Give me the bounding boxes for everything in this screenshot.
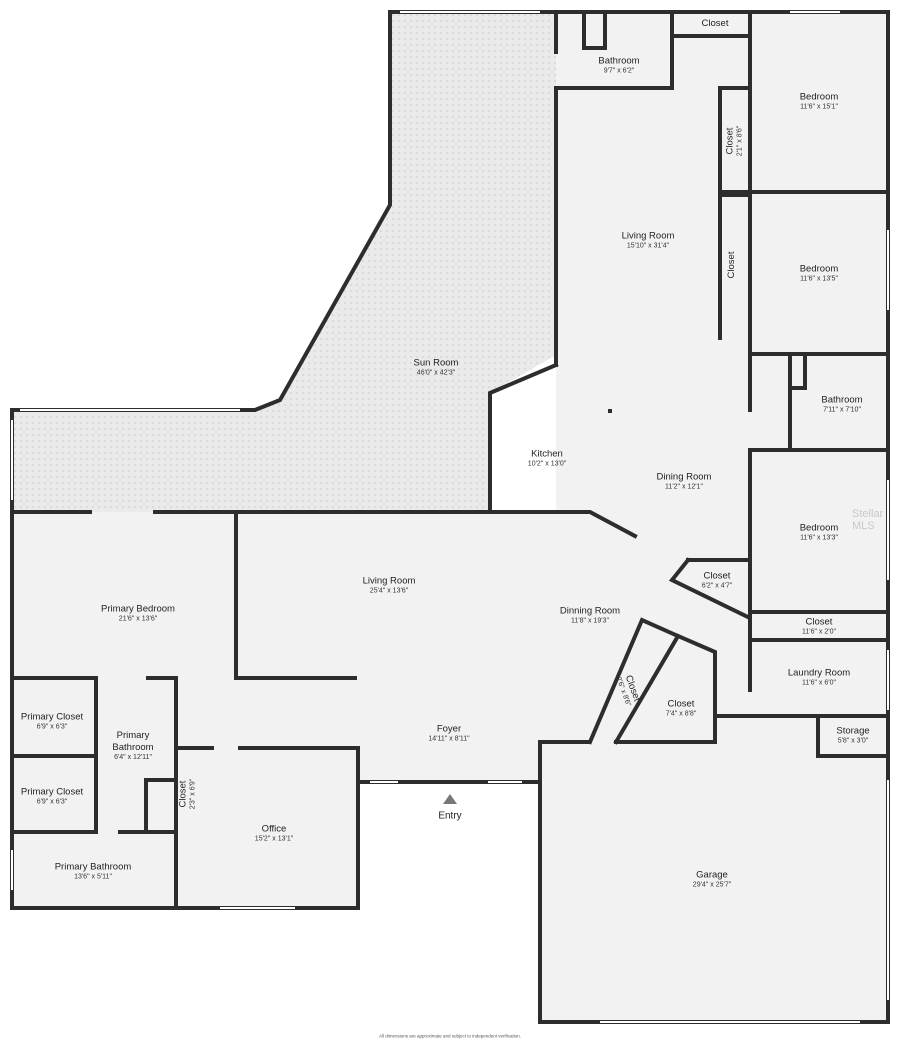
room-label-closet-1: Closet [701,18,729,30]
floor-fills [12,12,888,1022]
windows [11,11,889,1023]
room-label-closet-3: Closet [726,251,738,279]
disclaimer: All dimensions are approximate and subje… [378,1033,522,1039]
column-marker [608,409,612,413]
primary-wing-floor [12,512,358,908]
watermark: Stellar MLS [852,508,884,532]
entry-label: Entry [438,810,462,822]
sun-room-floor [12,12,556,512]
entry-arrow-icon [443,794,457,804]
garage-floor [540,716,888,1022]
